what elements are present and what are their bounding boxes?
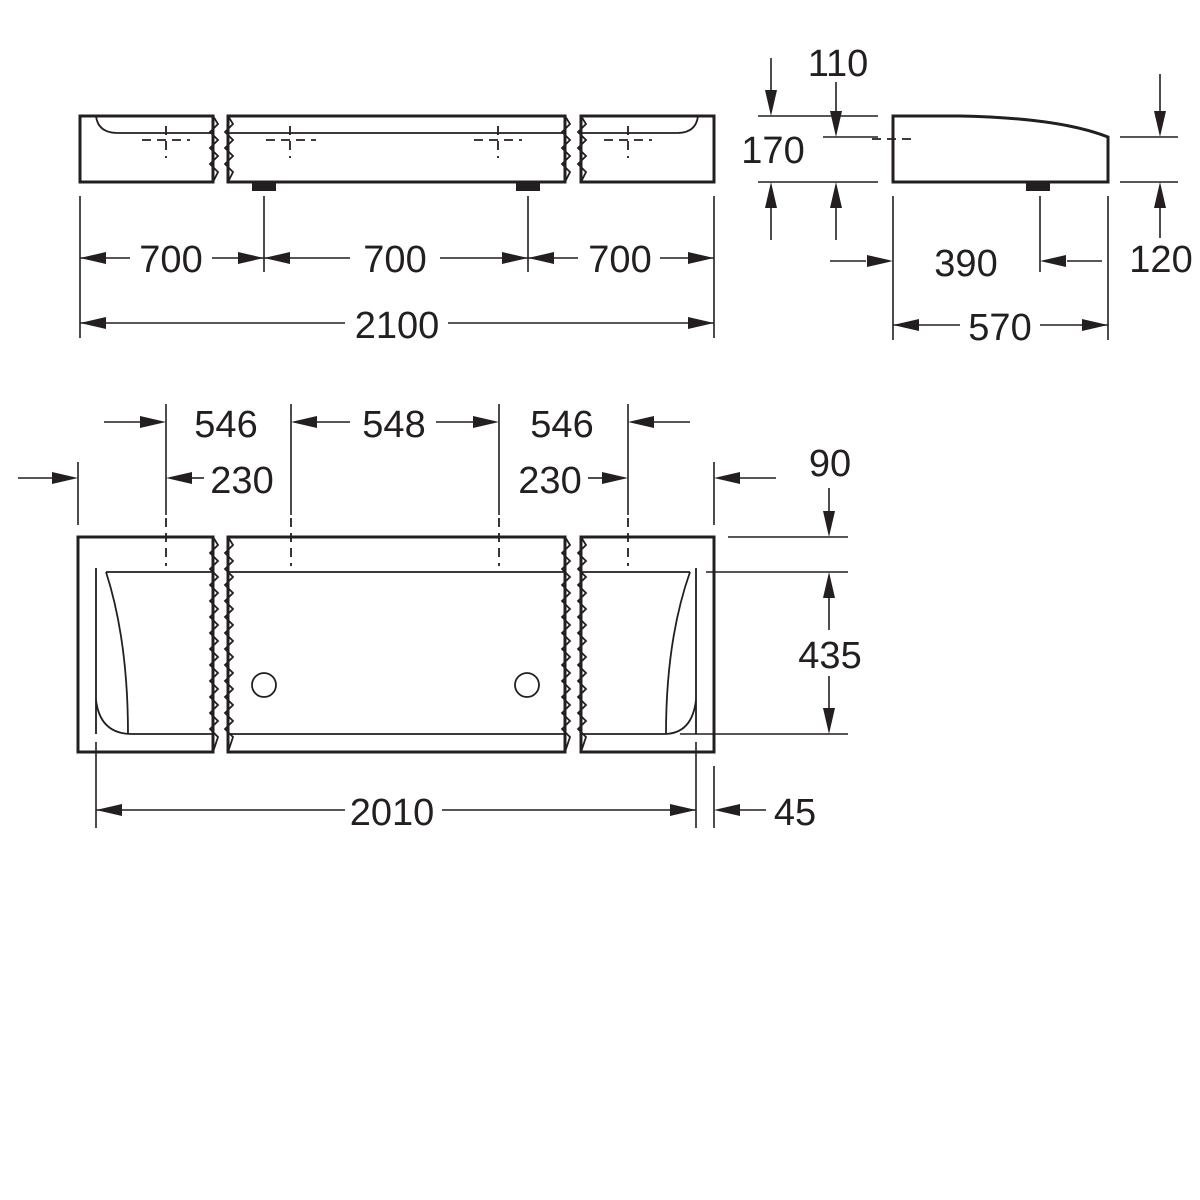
top-view-basin-front <box>95 699 697 735</box>
front-view-outline-mid <box>226 114 567 184</box>
front-view-break-right <box>560 115 572 183</box>
side-dim-390: 390 <box>934 243 997 285</box>
front-dim-700-left: 700 <box>139 239 202 281</box>
top-view-break-left-b <box>223 536 235 753</box>
top-dim-2010: 2010 <box>350 792 435 834</box>
front-view-tap-mark-3 <box>474 126 522 158</box>
top-view-outline-mid <box>226 535 567 754</box>
front-dim-700-mid: 700 <box>363 239 426 281</box>
side-view-outlet <box>1026 182 1050 191</box>
top-view-break-left <box>208 536 220 753</box>
front-dim-2100: 2100 <box>355 305 440 347</box>
front-view-extension-lines <box>79 196 715 338</box>
front-view-break-right-b <box>576 115 588 183</box>
top-view-outline-left <box>76 535 215 754</box>
top-view: 546 548 546 230 230 90 435 2010 45 <box>18 404 862 834</box>
top-dim-546-left: 546 <box>194 404 257 446</box>
top-dim-548: 548 <box>362 404 425 446</box>
top-view-break-right <box>560 536 572 753</box>
top-view-tap-centres <box>77 404 715 525</box>
top-view-tap-centres-hidden <box>165 518 629 566</box>
front-view-outlet-2 <box>516 182 540 191</box>
side-dim-110: 110 <box>808 43 869 85</box>
top-view-ext-lines-right <box>680 536 848 735</box>
front-view-tap-mark-4 <box>604 126 652 158</box>
front-view-tap-mark-1 <box>142 126 190 158</box>
front-view: 700 700 700 2100 <box>78 114 716 347</box>
top-view-break-right-b <box>576 536 588 753</box>
side-view-ext-lines-left <box>758 115 878 183</box>
front-view-total-dim: 2100 <box>80 305 714 347</box>
side-view-ext-lines-right <box>1120 136 1178 183</box>
top-view-basin-right-wall <box>665 568 697 735</box>
side-view-outline <box>891 114 1110 184</box>
top-dim-45: 45 <box>774 792 816 834</box>
front-view-break-left <box>208 115 220 183</box>
front-dim-700-right: 700 <box>588 239 651 281</box>
top-dim-230-left: 230 <box>210 460 273 502</box>
top-dim-546-right: 546 <box>530 404 593 446</box>
side-view-ext-lines-bottom <box>892 196 1109 340</box>
front-view-outlet-1 <box>252 182 276 191</box>
front-view-rim <box>95 115 699 134</box>
front-view-segment-dims: 700 700 700 <box>80 239 714 281</box>
side-dim-170: 170 <box>741 130 804 172</box>
top-view-drain-hole-left <box>251 672 277 698</box>
top-dim-230-right: 230 <box>518 460 581 502</box>
side-view: 110 170 120 390 570 <box>741 43 1192 349</box>
front-view-break-left-b <box>223 115 235 183</box>
side-dim-120: 120 <box>1129 239 1192 281</box>
top-dim-435: 435 <box>798 635 861 677</box>
top-view-basin-left-wall <box>95 568 129 735</box>
top-view-drain-hole-right <box>514 672 540 698</box>
side-dim-570: 570 <box>968 307 1031 349</box>
top-view-outline-right <box>579 535 716 754</box>
top-view-ext-lines-bottom <box>95 742 715 828</box>
top-dim-90: 90 <box>809 443 851 485</box>
front-view-tap-mark-2 <box>266 126 316 158</box>
